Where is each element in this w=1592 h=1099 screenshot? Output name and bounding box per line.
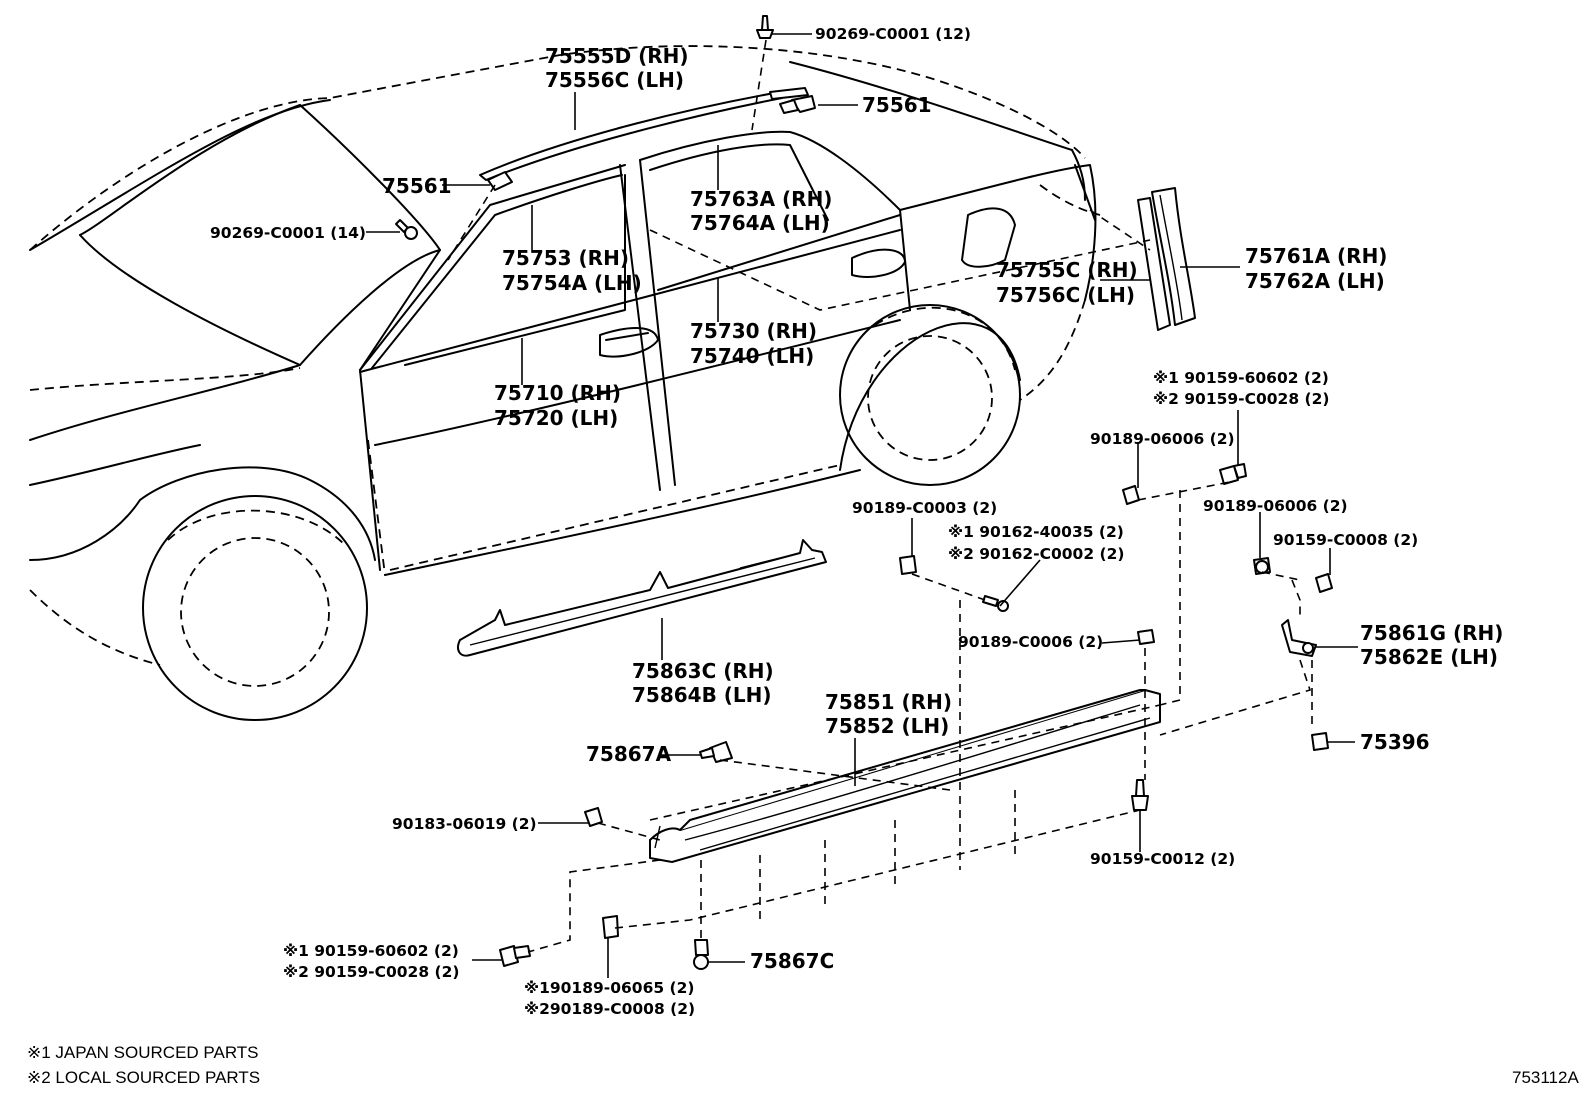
label-90189-c0008: ※290189-C0008 (2) bbox=[524, 1000, 695, 1018]
label-90189-c0006: 90189-C0006 (2) bbox=[958, 633, 1103, 651]
label-75556c: 75556C (LH) bbox=[545, 68, 684, 92]
label-90159-c0028-left: ※2 90159-C0028 (2) bbox=[283, 963, 459, 981]
screw-left bbox=[395, 219, 418, 240]
label-90159-c0028-right: ※2 90159-C0028 (2) bbox=[1153, 390, 1329, 408]
label-75867c: 75867C bbox=[750, 949, 834, 973]
label-90183-06019: 90183-06019 (2) bbox=[392, 815, 537, 833]
label-90159-c0008: 90159-C0008 (2) bbox=[1273, 531, 1418, 549]
leader-lines bbox=[366, 33, 1358, 978]
label-75561-top: 75561 bbox=[862, 93, 932, 117]
legend-note-1: ※1 JAPAN SOURCED PARTS bbox=[27, 1043, 259, 1062]
label-90269-c0001-12: 90269-C0001 (12) bbox=[815, 25, 971, 43]
label-75755c: 75755C (RH) bbox=[996, 258, 1138, 282]
label-75761a: 75761A (RH) bbox=[1245, 244, 1387, 268]
roof-molding bbox=[479, 87, 809, 181]
label-75754a: 75754A (LH) bbox=[502, 271, 642, 295]
legend: ※1 JAPAN SOURCED PARTS ※2 LOCAL SOURCED … bbox=[27, 1043, 260, 1087]
label-75561-left: 75561 bbox=[382, 174, 452, 198]
screw-top bbox=[756, 15, 774, 39]
label-75863c: 75863C (RH) bbox=[632, 659, 774, 683]
label-75396: 75396 bbox=[1360, 730, 1430, 754]
label-90269-c0001-14: 90269-C0001 (14) bbox=[210, 224, 366, 242]
label-75861g: 75861G (RH) bbox=[1360, 621, 1503, 645]
label-90159-60602-right: ※1 90159-60602 (2) bbox=[1153, 369, 1329, 387]
label-75764a: 75764A (LH) bbox=[690, 211, 830, 235]
label-90162-40035: ※1 90162-40035 (2) bbox=[948, 523, 1124, 541]
label-75762a: 75762A (LH) bbox=[1245, 269, 1385, 293]
label-90189-c0003: 90189-C0003 (2) bbox=[852, 499, 997, 517]
label-75753: 75753 (RH) bbox=[502, 246, 629, 270]
label-75756c: 75756C (LH) bbox=[996, 283, 1135, 307]
label-75862e: 75862E (LH) bbox=[1360, 645, 1498, 669]
label-75740: 75740 (LH) bbox=[690, 344, 814, 368]
legend-note-2: ※2 LOCAL SOURCED PARTS bbox=[27, 1068, 260, 1087]
label-75852: 75852 (LH) bbox=[825, 714, 949, 738]
label-90189-06006-a: 90189-06006 (2) bbox=[1090, 430, 1235, 448]
label-75864b: 75864B (LH) bbox=[632, 683, 772, 707]
roof-clip-top bbox=[779, 95, 816, 114]
label-75851: 75851 (RH) bbox=[825, 690, 952, 714]
quarter-molding bbox=[1137, 187, 1196, 331]
label-75730: 75730 (RH) bbox=[690, 319, 817, 343]
diagram-code: 753112A bbox=[1512, 1068, 1579, 1087]
label-75763a: 75763A (RH) bbox=[690, 187, 832, 211]
label-90159-60602-left: ※1 90159-60602 (2) bbox=[283, 942, 459, 960]
rocker-trim bbox=[457, 539, 827, 657]
label-90162-c0002: ※2 90162-C0002 (2) bbox=[948, 545, 1124, 563]
label-75555d: 75555D (RH) bbox=[545, 44, 689, 68]
label-75710: 75710 (RH) bbox=[494, 381, 621, 405]
label-90189-06006-b: 90189-06006 (2) bbox=[1203, 497, 1348, 515]
label-75720: 75720 (LH) bbox=[494, 406, 618, 430]
bracket bbox=[1281, 619, 1317, 657]
label-75867a: 75867A bbox=[586, 742, 672, 766]
label-90159-c0012: 90159-C0012 (2) bbox=[1090, 850, 1235, 868]
part-labels: 90269-C0001 (12) 75555D (RH) 75556C (LH)… bbox=[210, 25, 1503, 1018]
label-90189-06065: ※190189-06065 (2) bbox=[524, 979, 695, 997]
fasteners bbox=[499, 463, 1333, 970]
assembly-guides bbox=[447, 39, 1313, 953]
car-body-outline bbox=[29, 45, 1101, 721]
